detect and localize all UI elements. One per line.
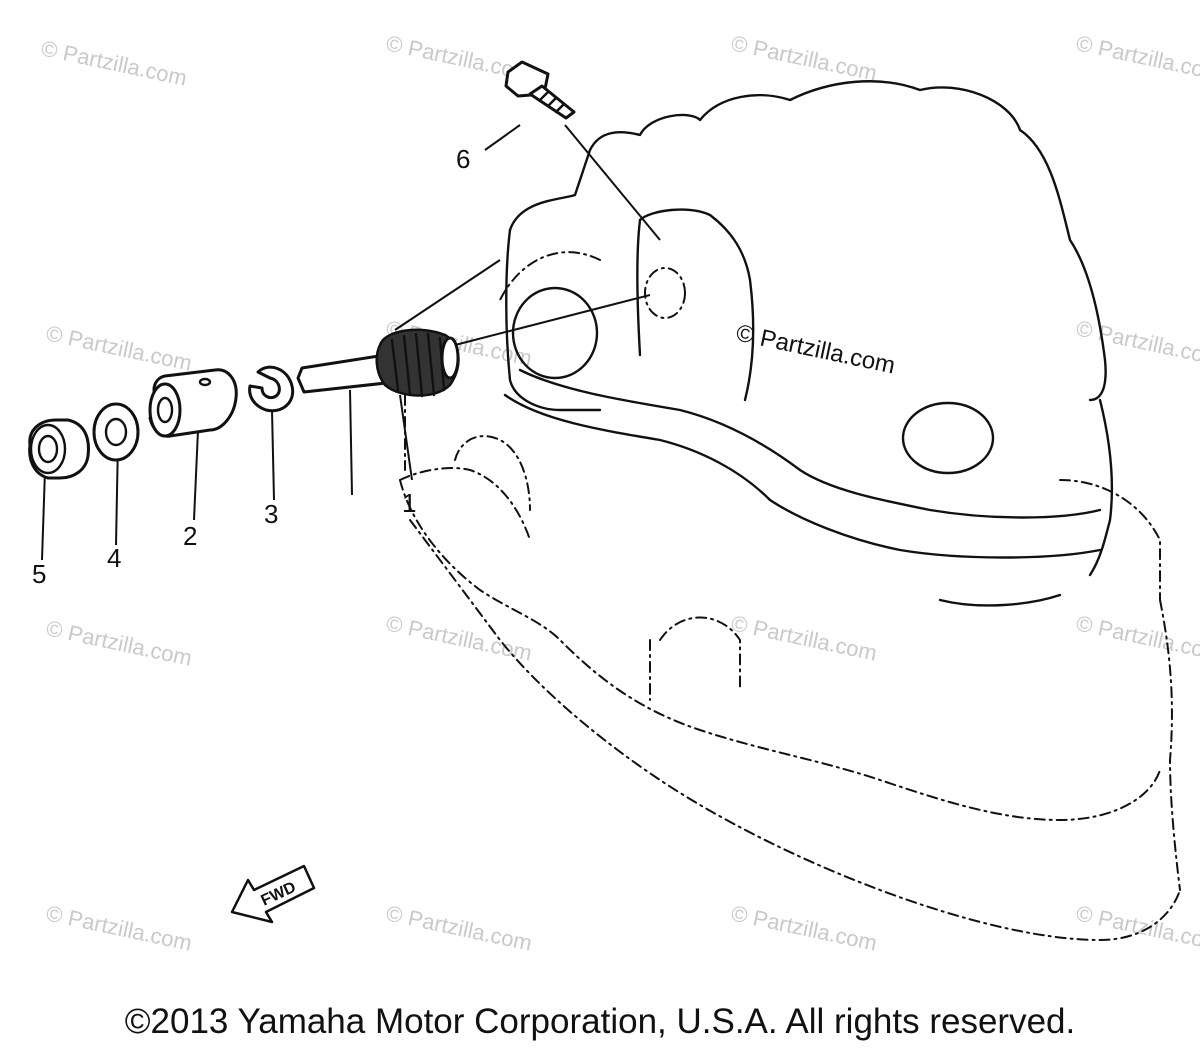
watermark: © Partzilla.com	[1074, 315, 1200, 370]
watermark: © Partzilla.com	[729, 610, 879, 665]
assembly-line	[454, 294, 651, 346]
watermark: © Partzilla.com	[44, 900, 194, 955]
callout-leader	[41, 469, 46, 561]
callout-leader	[271, 409, 275, 501]
callout-leader	[484, 124, 521, 151]
callout-6: 6	[456, 144, 470, 174]
watermark-grid: © Partzilla.com © Partzilla.com © Partzi…	[39, 30, 1200, 955]
watermark: © Partzilla.com	[384, 610, 534, 665]
callout-1: 1	[402, 488, 416, 518]
fwd-arrow-icon: FWD	[230, 864, 316, 924]
watermark: © Partzilla.com	[729, 900, 879, 955]
watermark: © Partzilla.com	[1074, 610, 1200, 665]
watermark: © Partzilla.com	[384, 900, 534, 955]
part-6-bolt	[504, 60, 576, 120]
engine-case-outline	[503, 80, 1114, 607]
watermark: © Partzilla.com	[729, 30, 879, 85]
watermark: © Partzilla.com	[1074, 900, 1200, 955]
part-5-oil-seal	[28, 418, 90, 480]
part-3-circlip	[248, 365, 295, 413]
callout-5: 5	[32, 559, 46, 589]
callout-leader	[399, 394, 413, 481]
assembly-lines	[41, 124, 661, 561]
part-1-drive-gear-shaft	[296, 328, 460, 398]
watermark: © Partzilla.com	[39, 35, 189, 90]
assembly-line	[394, 259, 501, 331]
part-4-washer	[92, 402, 140, 462]
callout-3: 3	[264, 499, 278, 529]
assembly-line	[564, 124, 661, 241]
watermark: © Partzilla.com	[1074, 30, 1200, 85]
watermark: © Partzilla.com	[44, 615, 194, 670]
callout-2: 2	[183, 521, 197, 551]
watermark-center: © Partzilla.com	[734, 319, 898, 379]
callout-4: 4	[107, 543, 121, 573]
bore-hole	[511, 286, 599, 380]
copyright-notice: ©2013 Yamaha Motor Corporation, U.S.A. A…	[124, 1002, 1076, 1041]
bore-hole	[901, 401, 995, 475]
part-2-bushing	[148, 368, 238, 438]
callout-labels: 6 3 2 4 5 1	[32, 144, 470, 589]
callout-leader	[193, 429, 199, 521]
watermark: © Partzilla.com	[44, 320, 194, 375]
callout-leader	[349, 389, 353, 496]
